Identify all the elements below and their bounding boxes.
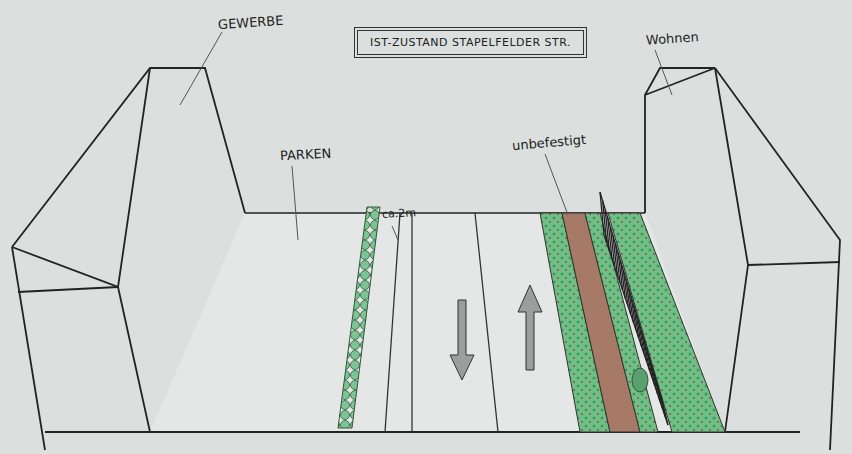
fence-bar: [652, 365, 658, 393]
hedge: [338, 207, 380, 428]
commercial-building: [12, 68, 245, 450]
fence-bar: [641, 331, 646, 362]
fence-bar: [654, 374, 660, 401]
lane-lines: [385, 213, 498, 432]
lane-arrow-down: [450, 300, 474, 380]
dimension-label: ca.2m: [382, 207, 417, 221]
grass-strip: [608, 213, 725, 432]
building-label: GEWERBE: [218, 14, 284, 33]
leader-lines: [180, 32, 672, 240]
title-frame: IST-ZUSTAND STAPELFELDER STR.: [357, 30, 584, 55]
lane-arrow-up: [518, 285, 542, 370]
fence-bar: [662, 400, 668, 425]
area-label: unbefestigt: [512, 133, 587, 154]
building-label: Wohnen: [646, 30, 700, 48]
fence-bar: [649, 357, 655, 386]
fence-bar: [647, 348, 653, 378]
shrub: [632, 368, 648, 392]
fence: [600, 192, 668, 425]
fence-bar: [644, 339, 649, 369]
area-label: PARKEN: [280, 147, 332, 164]
street-ground: [150, 213, 725, 432]
fence-bar: [657, 383, 663, 410]
